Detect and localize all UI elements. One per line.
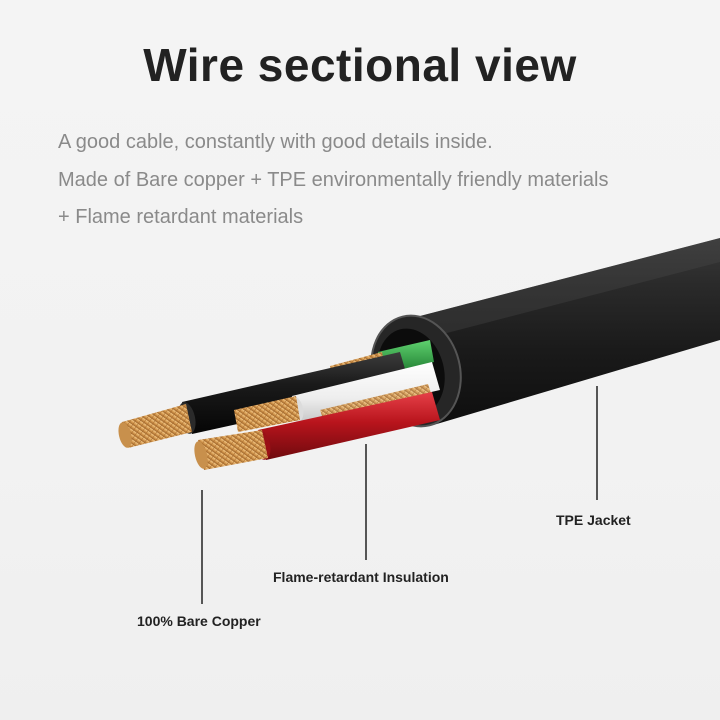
red-wire <box>194 392 440 470</box>
label-bare-copper: 100% Bare Copper <box>137 613 261 629</box>
description-line-3: + Flame retardant materials <box>58 206 304 228</box>
description-line-2: Made of Bare copper + TPE environmentall… <box>58 169 609 191</box>
page-title: Wire sectional view <box>143 39 577 91</box>
label-insulation: Flame-retardant Insulation <box>273 569 449 585</box>
description-line-1: A good cable, constantly with good detai… <box>58 131 493 153</box>
label-tpe-jacket: TPE Jacket <box>556 512 631 528</box>
